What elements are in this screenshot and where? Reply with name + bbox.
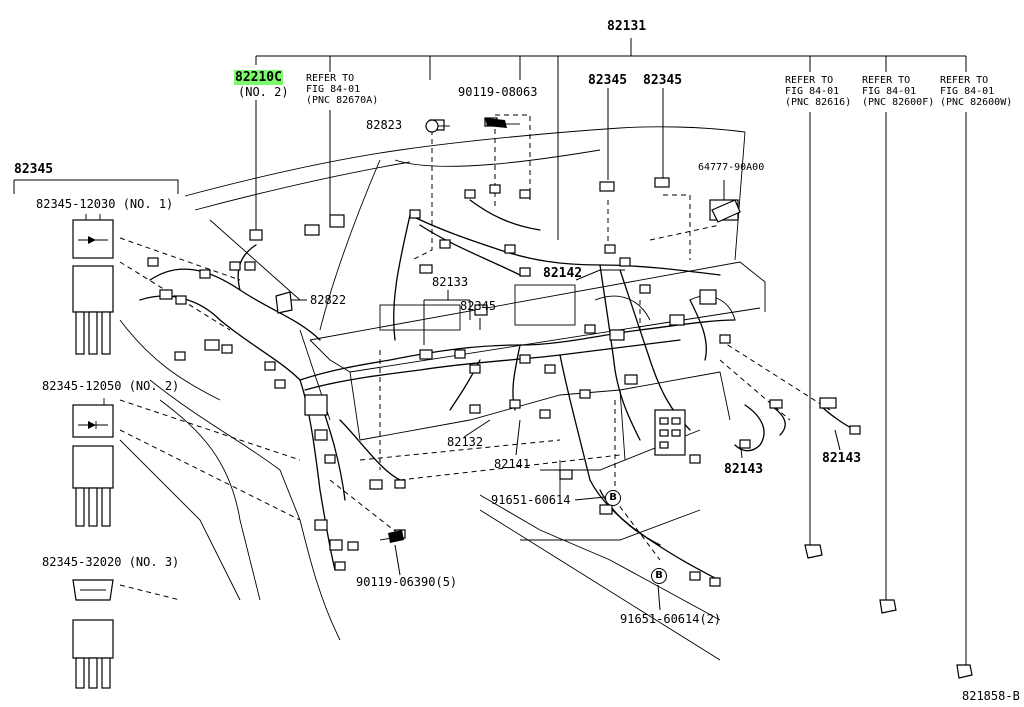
dashed-guides	[119, 114, 831, 601]
label-91651-60614-2[interactable]: 91651-60614(2)	[620, 612, 722, 626]
ref-line-3: (PNC 82616)	[785, 97, 852, 108]
label-82345-12050[interactable]: 82345-12050 (NO. 2)	[42, 379, 180, 393]
label-82345-main[interactable]: 82345	[14, 162, 54, 177]
label-82345-c[interactable]: 82345	[460, 299, 497, 313]
ref-line-2: FIG 84-01	[306, 84, 361, 95]
label-82131[interactable]: 82131	[607, 19, 647, 34]
label-82345-32020[interactable]: 82345-32020 (NO. 3)	[42, 555, 180, 569]
label-64777-90a00[interactable]: 64777-90A00	[698, 162, 765, 173]
ref-line-1: REFER TO	[862, 75, 911, 86]
ref-line-3: (PNC 82600W)	[940, 97, 1013, 108]
ref-line-3: (PNC 82670A)	[306, 95, 379, 106]
part-82131-bracket	[255, 38, 967, 80]
ref-line-2: FIG 84-01	[785, 86, 840, 97]
label-82143-b[interactable]: 82143	[822, 451, 862, 466]
harness-connectors	[147, 117, 861, 587]
label-82210c-text[interactable]: 82210C	[234, 70, 283, 85]
ref-fig-84-01-82600w[interactable]: REFER TO FIG 84-01 (PNC 82600W)	[940, 75, 1012, 108]
relay-no3-icon	[72, 579, 114, 689]
relay-no1-icon	[72, 214, 114, 355]
relay-no2-icon	[72, 398, 114, 527]
ref-fig-84-01-82616[interactable]: REFER TO FIG 84-01 (PNC 82616)	[785, 75, 851, 108]
label-82142[interactable]: 82142	[543, 266, 583, 281]
label-82132[interactable]: 82132	[447, 435, 484, 449]
clamp-icon	[275, 199, 741, 314]
label-82210c[interactable]: 82210C	[234, 70, 283, 85]
label-82133[interactable]: 82133	[432, 275, 469, 289]
label-82210c-no: (NO. 2)	[238, 85, 289, 99]
label-90119-08063[interactable]: 90119-08063	[458, 85, 538, 99]
ref-line-1: REFER TO	[306, 73, 355, 84]
ref-line-2: FIG 84-01	[862, 86, 917, 97]
leader-lines	[13, 56, 967, 665]
ref-fig-84-01-82600f[interactable]: REFER TO FIG 84-01 (PNC 82600F)	[862, 75, 934, 108]
bolt-icon	[379, 118, 520, 543]
ref-line-1: REFER TO	[785, 75, 834, 86]
label-91651-60614[interactable]: 91651-60614	[491, 493, 571, 507]
label-82823[interactable]: 82823	[366, 118, 403, 132]
label-82143-a[interactable]: 82143	[724, 462, 764, 477]
ref-line-3: (PNC 82600F)	[862, 97, 935, 108]
label-82345-b[interactable]: 82345	[643, 73, 683, 88]
label-82345-12030[interactable]: 82345-12030 (NO. 1)	[36, 197, 174, 211]
label-90119-06390[interactable]: 90119-06390(5)	[356, 575, 458, 589]
ref-line-1: REFER TO	[940, 75, 989, 86]
callout-b-circle: B	[605, 490, 621, 506]
figure-id: 821858-B	[962, 689, 1020, 703]
label-82822[interactable]: 82822	[310, 293, 347, 307]
label-82141[interactable]: 82141	[494, 457, 531, 471]
ref-line-2: FIG 84-01	[940, 86, 995, 97]
ref-fig-84-01-82670a[interactable]: REFER TO FIG 84-01 (PNC 82670A)	[306, 73, 378, 106]
ground-terminal-icon	[804, 544, 973, 679]
callout-b-circle: B	[651, 568, 667, 584]
label-82345-a[interactable]: 82345	[588, 73, 628, 88]
